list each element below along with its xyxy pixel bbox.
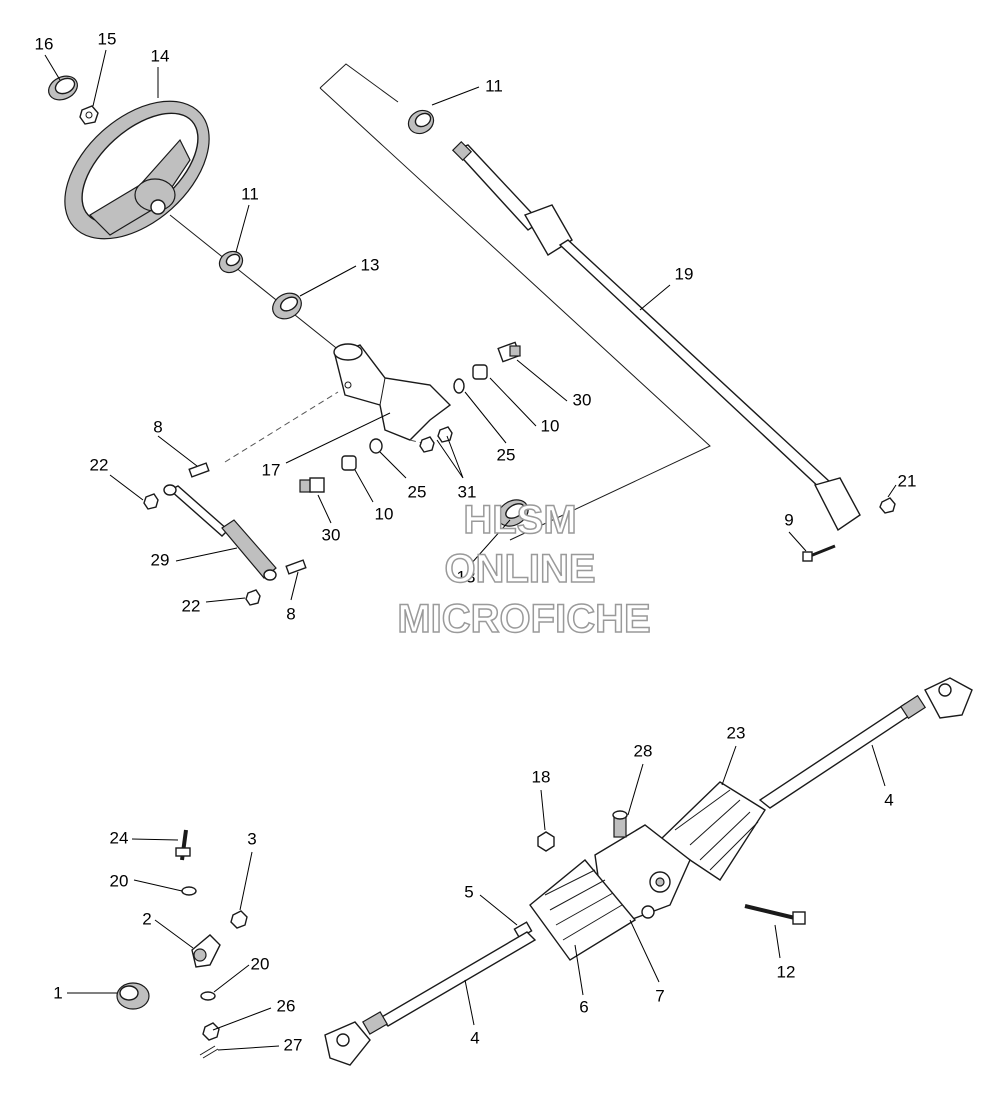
callout-26: 26 xyxy=(277,996,296,1015)
part-6-boot-left[interactable] xyxy=(529,859,637,961)
part-9-bolt[interactable] xyxy=(802,544,836,562)
callout-20: 20 xyxy=(251,954,270,973)
column-axis-line xyxy=(169,214,346,356)
callout-labels: 16 15 14 11 11 13 19 30 10 25 8 22 17 25… xyxy=(35,29,917,1054)
callout-11: 11 xyxy=(241,184,259,203)
callout-10: 10 xyxy=(541,416,560,435)
callout-22: 22 xyxy=(90,455,109,474)
callout-13: 13 xyxy=(361,255,380,274)
part-31-nut-left[interactable] xyxy=(419,436,435,453)
callout-8: 8 xyxy=(286,604,295,623)
callout-3: 3 xyxy=(247,829,256,848)
part-18-nut[interactable] xyxy=(537,831,555,852)
callout-27: 27 xyxy=(284,1035,303,1054)
part-31-nut-right[interactable] xyxy=(437,426,453,443)
watermark-line-3: MICROFICHE xyxy=(397,597,650,641)
callout-1: 1 xyxy=(53,983,62,1002)
callout-20: 20 xyxy=(110,871,129,890)
part-16-cap[interactable] xyxy=(45,72,81,105)
callout-7: 7 xyxy=(655,986,664,1005)
callout-13: 13 xyxy=(457,567,476,586)
callout-19: 19 xyxy=(675,264,694,283)
part-4-tie-rod-right[interactable] xyxy=(758,677,973,809)
callout-24: 24 xyxy=(110,828,129,847)
alignment-line xyxy=(409,439,431,446)
part-30-bolt-lower[interactable] xyxy=(299,477,325,493)
part-15-nut[interactable] xyxy=(79,105,99,125)
callout-10: 10 xyxy=(375,504,394,523)
callout-5: 5 xyxy=(464,882,473,901)
callout-28: 28 xyxy=(634,741,653,760)
callout-16: 16 xyxy=(35,34,54,53)
part-25-washer-lower[interactable] xyxy=(369,438,383,454)
part-7-rack-housing[interactable] xyxy=(594,824,691,921)
part-14-steering-wheel[interactable] xyxy=(39,74,235,265)
callout-17: 17 xyxy=(262,460,281,479)
part-26-nut[interactable] xyxy=(202,1022,220,1041)
part-1-bushing[interactable] xyxy=(116,982,150,1010)
callout-14: 14 xyxy=(151,46,170,65)
part-20-washer-upper[interactable] xyxy=(181,886,197,896)
part-23-boot-right[interactable] xyxy=(658,781,766,881)
callout-18: 18 xyxy=(532,767,551,786)
part-13-bearing-lower[interactable] xyxy=(493,495,533,532)
callout-2: 2 xyxy=(142,909,151,928)
callout-4: 4 xyxy=(884,790,893,809)
watermark: HLSM ONLINE MICROFICHE xyxy=(397,497,652,642)
alignment-line xyxy=(224,391,339,463)
part-22-nut-upper[interactable] xyxy=(143,493,159,510)
part-2-ball-joint[interactable] xyxy=(191,934,221,968)
part-4-tie-rod-left[interactable] xyxy=(324,931,537,1066)
watermark-line-2: ONLINE xyxy=(444,547,595,591)
part-8-pin-upper[interactable] xyxy=(188,462,210,478)
callout-25: 25 xyxy=(408,482,427,501)
part-11-bushing-right[interactable] xyxy=(404,106,438,138)
callout-4: 4 xyxy=(470,1028,479,1047)
part-3-nut[interactable] xyxy=(230,910,248,929)
assembly-bracket-line xyxy=(319,63,711,541)
callout-21: 21 xyxy=(898,471,917,490)
part-19-intermediate-shaft[interactable] xyxy=(451,140,861,532)
callout-29: 29 xyxy=(151,550,170,569)
part-11-bushing-upper[interactable] xyxy=(216,247,247,276)
part-28-pinion[interactable] xyxy=(612,810,628,838)
part-10-spacer-upper[interactable] xyxy=(472,364,488,380)
callout-30: 30 xyxy=(573,390,592,409)
leader-lines xyxy=(44,49,897,1051)
callout-11: 11 xyxy=(485,76,503,95)
callout-12: 12 xyxy=(777,962,796,981)
callout-9: 9 xyxy=(784,510,793,529)
callout-8: 8 xyxy=(153,417,162,436)
callout-25: 25 xyxy=(497,445,516,464)
callout-6: 6 xyxy=(579,997,588,1016)
callout-23: 23 xyxy=(727,723,746,742)
part-13-bearing-upper[interactable] xyxy=(268,288,306,324)
callout-15: 15 xyxy=(98,29,117,48)
part-30-bolt-upper[interactable] xyxy=(497,341,521,363)
part-29-gas-strut[interactable] xyxy=(163,484,277,581)
part-17-column-bracket[interactable] xyxy=(333,343,452,441)
part-22-nut-lower[interactable] xyxy=(245,589,261,606)
part-25-washer-upper[interactable] xyxy=(453,378,465,394)
callout-31: 31 xyxy=(458,482,477,501)
part-27-cotter-pin[interactable] xyxy=(199,1045,219,1059)
part-20-washer-lower[interactable] xyxy=(200,991,216,1001)
watermark-line-1: HLSM xyxy=(463,498,576,542)
callout-30: 30 xyxy=(322,525,341,544)
part-24-bolt[interactable] xyxy=(175,829,191,861)
part-12-bolt[interactable] xyxy=(744,904,806,925)
part-10-spacer-lower[interactable] xyxy=(341,455,357,471)
part-21-nut[interactable] xyxy=(879,497,896,514)
callout-22: 22 xyxy=(182,596,201,615)
part-8-pin-lower[interactable] xyxy=(285,559,307,575)
